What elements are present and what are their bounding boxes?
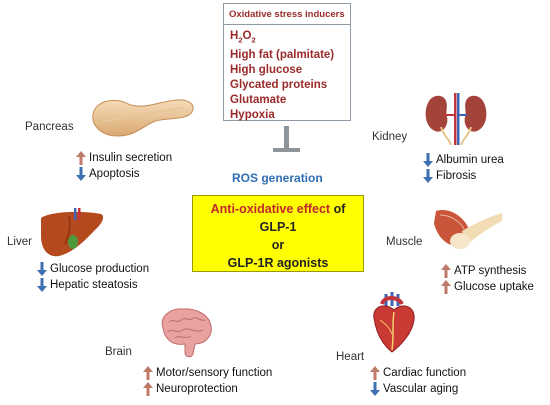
effect-row: Insulin secretion <box>76 150 172 166</box>
muscle-effects: ATP synthesis Glucose uptake <box>441 263 534 295</box>
brain-icon <box>161 308 212 358</box>
inhibition-bar <box>273 148 300 152</box>
kidney-effects: Albumin urea Fibrosis <box>423 152 504 184</box>
effect-row: Vascular aging <box>370 381 466 397</box>
up-arrow-icon <box>370 366 380 380</box>
pancreas-icon <box>92 99 194 137</box>
liver-effects: Glucose production Hepatic steatosis <box>37 261 149 293</box>
inducer-item: Hypoxia <box>230 109 275 122</box>
up-arrow-icon <box>441 264 451 278</box>
muscle-icon <box>434 209 502 249</box>
inducers-list: H2O2 High fat (palmitate) High glucose G… <box>230 29 350 124</box>
liver-icon <box>41 208 104 257</box>
up-arrow-icon <box>143 382 153 396</box>
effect-row: Glucose production <box>37 261 149 277</box>
center-line1: Anti-oxidative effect of <box>210 202 346 216</box>
ros-generation-label: ROS generation <box>232 171 323 185</box>
effect-row: Glucose uptake <box>441 279 534 295</box>
pancreas-label: Pancreas <box>25 121 74 133</box>
oxidative-stress-inducers-box: Oxidative stress inducers H2O2 High fat … <box>223 3 351 121</box>
center-line3: or <box>271 238 285 252</box>
effect-row: Albumin urea <box>423 152 504 168</box>
inhibition-stem <box>284 126 289 148</box>
effect-row: Apoptosis <box>76 166 172 182</box>
up-arrow-icon <box>76 151 86 165</box>
inducer-item: High fat (palmitate) <box>230 48 335 61</box>
effect-row: Motor/sensory function <box>143 365 272 381</box>
down-arrow-icon <box>76 167 86 181</box>
effect-row: Cardiac function <box>370 365 466 381</box>
down-arrow-icon <box>423 169 433 183</box>
effect-row: ATP synthesis <box>441 263 534 279</box>
effect-row: Neuroprotection <box>143 381 272 397</box>
inducers-title: Oxidative stress inducers <box>224 4 350 25</box>
inducer-item: Glutamate <box>230 94 287 107</box>
up-arrow-icon <box>441 280 451 294</box>
up-arrow-icon <box>143 366 153 380</box>
heart-icon <box>373 292 415 353</box>
brain-effects: Motor/sensory function Neuroprotection <box>143 365 272 397</box>
liver-label: Liver <box>7 236 32 248</box>
brain-label: Brain <box>105 346 132 358</box>
pancreas-effects: Insulin secretion Apoptosis <box>76 150 172 182</box>
down-arrow-icon <box>37 262 47 276</box>
kidney-icon <box>425 93 487 145</box>
muscle-label: Muscle <box>386 236 423 248</box>
inducer-h2o2: H2O2 <box>230 30 256 45</box>
effect-row: Hepatic steatosis <box>37 277 149 293</box>
heart-effects: Cardiac function Vascular aging <box>370 365 466 397</box>
center-line4: GLP-1R agonists <box>227 256 329 270</box>
glp1-center-box: Anti-oxidative effect of GLP-1 or GLP-1R… <box>192 195 364 272</box>
effect-row: Fibrosis <box>423 168 504 184</box>
down-arrow-icon <box>423 153 433 167</box>
heart-label: Heart <box>336 351 365 363</box>
inducer-item: Glycated proteins <box>230 78 328 91</box>
kidney-label: Kidney <box>372 131 408 143</box>
inducer-item: High glucose <box>230 63 303 76</box>
down-arrow-icon <box>37 278 47 292</box>
center-line2: GLP-1 <box>259 220 297 234</box>
down-arrow-icon <box>370 382 380 396</box>
